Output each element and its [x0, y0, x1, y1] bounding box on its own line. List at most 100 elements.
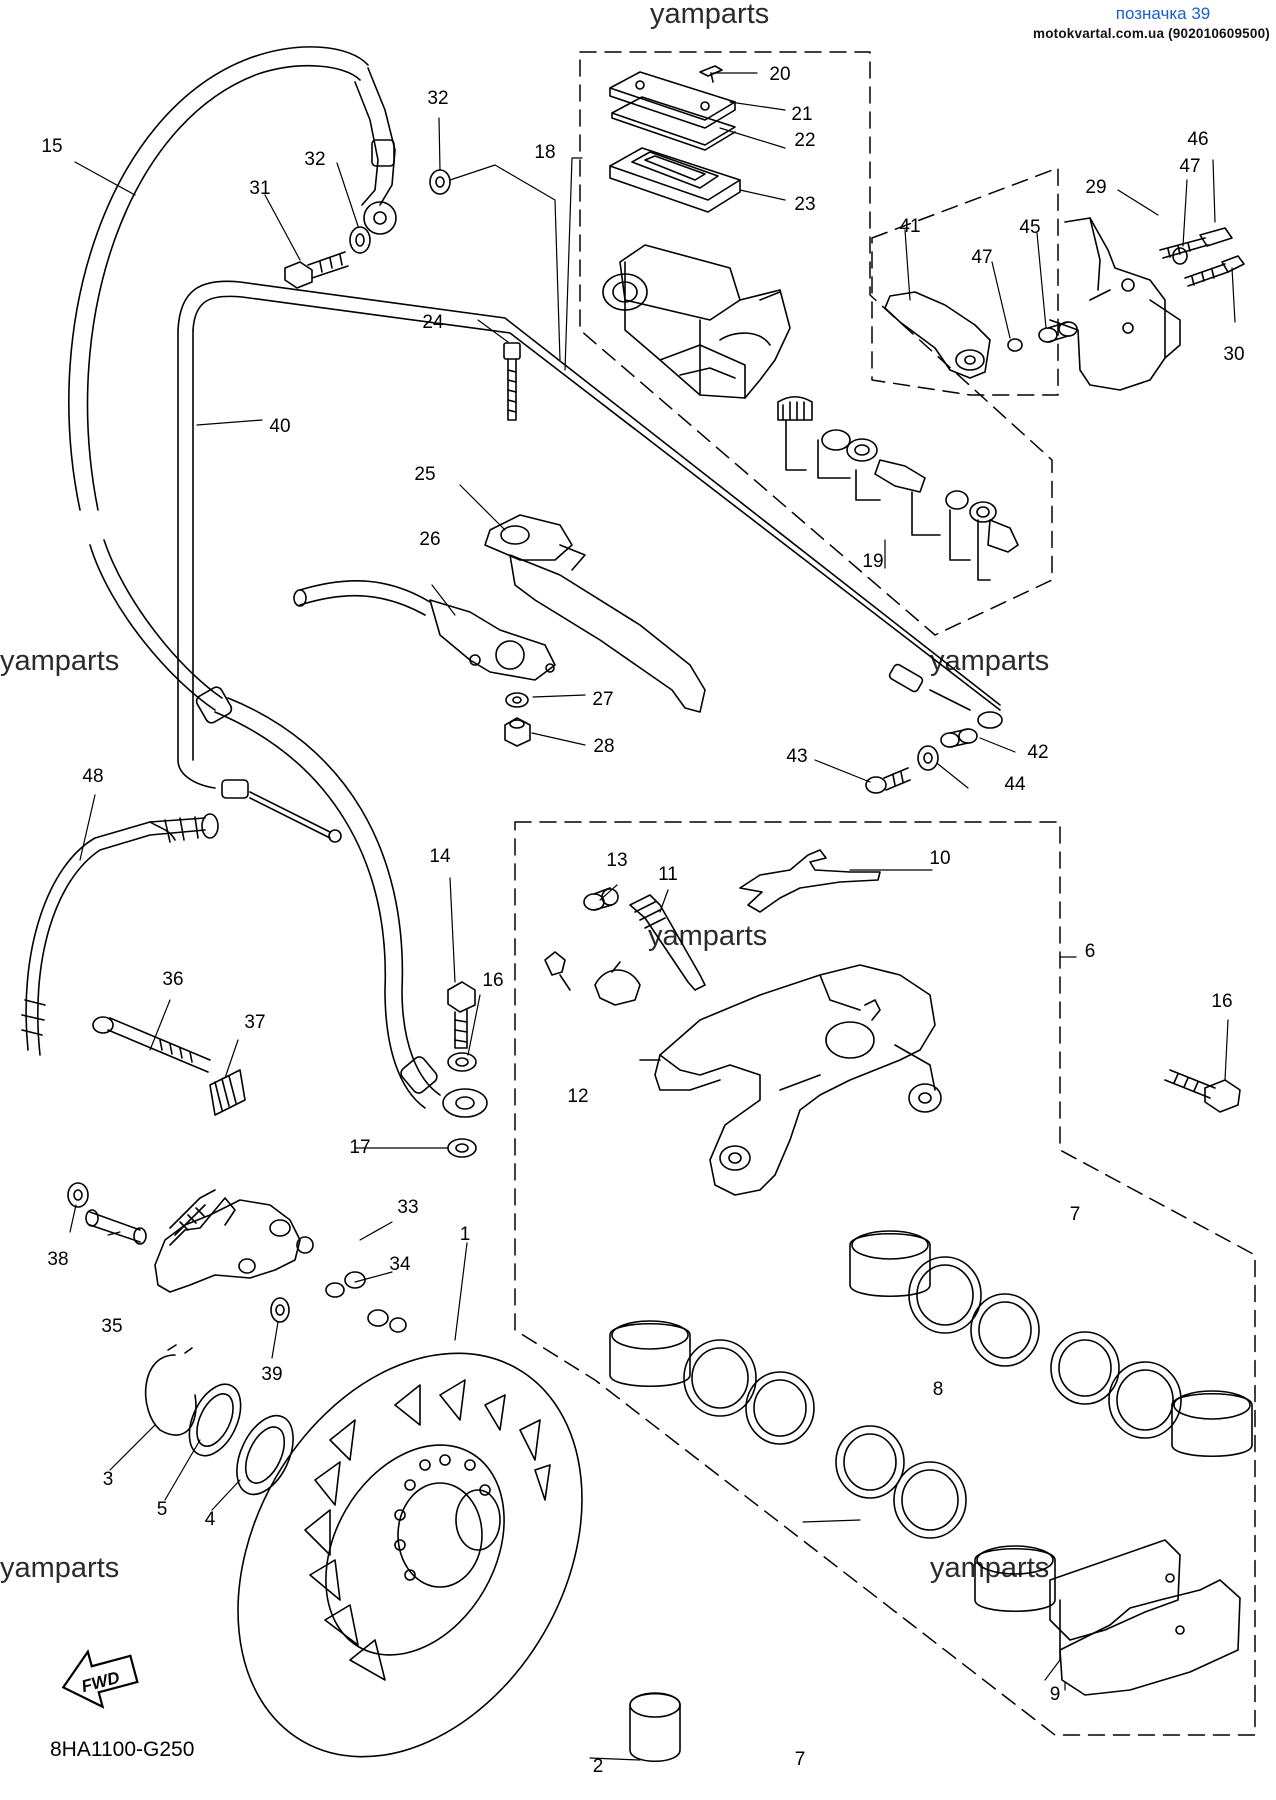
callout-16: 16	[1211, 991, 1232, 1012]
callout-19: 19	[862, 551, 883, 572]
callout-35: 35	[101, 1316, 122, 1337]
bolt-30	[1184, 255, 1245, 287]
cap-plate-21	[611, 96, 736, 151]
callout-3: 3	[103, 1469, 114, 1490]
callout-47: 47	[1179, 156, 1200, 177]
callout-1: 1	[460, 1224, 471, 1245]
callout-38: 38	[47, 1249, 68, 1270]
bolt-15	[447, 981, 476, 1049]
callout-10: 10	[929, 848, 950, 869]
callout-7: 7	[795, 1749, 806, 1770]
callout-44: 44	[1004, 774, 1026, 795]
callout-34: 34	[389, 1254, 411, 1275]
callout-8: 8	[933, 1379, 944, 1400]
pin-11	[629, 894, 706, 991]
brake-lever-25	[484, 514, 706, 713]
watermark: yamparts	[648, 920, 768, 952]
callout-41: 41	[899, 216, 920, 237]
washer-47b	[1172, 247, 1188, 265]
bolt-31	[284, 251, 349, 289]
callout-39: 39	[261, 1364, 282, 1385]
callout-37: 37	[244, 1012, 265, 1033]
callout-11: 11	[658, 864, 678, 885]
fwd-arrow-icon: FWD	[61, 1649, 139, 1709]
boot-48	[21, 813, 219, 1056]
washer-4	[236, 1414, 294, 1496]
bolt-36	[92, 1016, 211, 1073]
piston-7	[609, 1230, 1253, 1612]
callout-5: 5	[157, 1499, 168, 1520]
callout-26: 26	[419, 529, 440, 550]
callout-17: 17	[349, 1137, 370, 1158]
bolt-17	[1164, 1069, 1241, 1113]
washer-16a	[447, 1052, 477, 1072]
reservoir-cap-20	[609, 71, 736, 129]
throttle-26	[293, 580, 556, 681]
washer-44	[917, 745, 939, 771]
bracket-29	[1049, 217, 1181, 391]
callout-4: 4	[205, 1509, 216, 1530]
callout-32: 32	[427, 88, 448, 109]
callout-15: 15	[41, 136, 62, 157]
bolt-24	[503, 342, 521, 421]
callout-7: 7	[1070, 1204, 1081, 1225]
callout-32: 32	[304, 149, 325, 170]
header-title[interactable]: позначка 39	[1115, 4, 1211, 23]
nuts-34	[325, 1271, 407, 1333]
callout-48: 48	[82, 766, 103, 787]
callout-22: 22	[794, 130, 815, 151]
washer-5	[188, 1383, 242, 1457]
pad-spring-10	[739, 849, 881, 913]
assembly-outline-6	[514, 821, 1256, 1736]
callout-labels: 1234567789101112131415161617181920212223…	[41, 64, 1244, 1777]
diaphragm-22	[609, 147, 741, 213]
callout-14: 14	[429, 846, 451, 867]
washer-27	[505, 692, 529, 708]
callout-23: 23	[794, 194, 815, 215]
leader-lines	[69, 72, 1236, 1761]
pin-35	[85, 1209, 147, 1245]
watermark: yamparts	[0, 645, 120, 677]
parking-caliper	[154, 1197, 314, 1293]
washer-32b	[429, 169, 451, 195]
bolt-46	[1159, 227, 1233, 259]
callout-30: 30	[1223, 344, 1244, 365]
collar-45	[1038, 321, 1078, 343]
callout-46: 46	[1187, 129, 1208, 150]
nut-28	[504, 717, 531, 747]
callout-6: 6	[1085, 941, 1096, 962]
callout-29: 29	[1085, 177, 1106, 198]
callout-16: 16	[482, 970, 503, 991]
callout-43: 43	[786, 746, 807, 767]
piston-kit-19	[777, 395, 1019, 581]
callout-2: 2	[593, 1756, 604, 1777]
brake-disc-1	[237, 1352, 583, 1758]
callout-25: 25	[414, 464, 435, 485]
washer-16b	[447, 1138, 477, 1158]
callout-42: 42	[1027, 742, 1048, 763]
assembly-outline-29	[871, 167, 1059, 396]
spring-37	[209, 1069, 246, 1116]
callout-21: 21	[791, 104, 812, 125]
callout-36: 36	[162, 969, 183, 990]
callout-31: 31	[249, 178, 270, 199]
washer-32a	[349, 226, 371, 254]
callout-9: 9	[1050, 1684, 1061, 1705]
callout-13: 13	[606, 850, 627, 871]
washer-39	[270, 1297, 290, 1323]
screw-23	[699, 65, 723, 83]
brake-hose-14	[68, 46, 488, 1118]
collar-2	[629, 1692, 681, 1762]
watermark: yamparts	[0, 1552, 120, 1584]
bleeder-12	[544, 951, 641, 1006]
bolt-43	[865, 767, 911, 794]
master-cylinder-body	[602, 244, 791, 399]
diagram-code: 8HA1100-G250	[50, 1738, 195, 1761]
callout-24: 24	[422, 312, 444, 333]
cable-40	[177, 280, 1003, 843]
header-source[interactable]: motokvartal.com.ua (902010609500)	[1033, 26, 1270, 41]
collar-42	[940, 728, 978, 748]
callout-12: 12	[567, 1086, 588, 1107]
